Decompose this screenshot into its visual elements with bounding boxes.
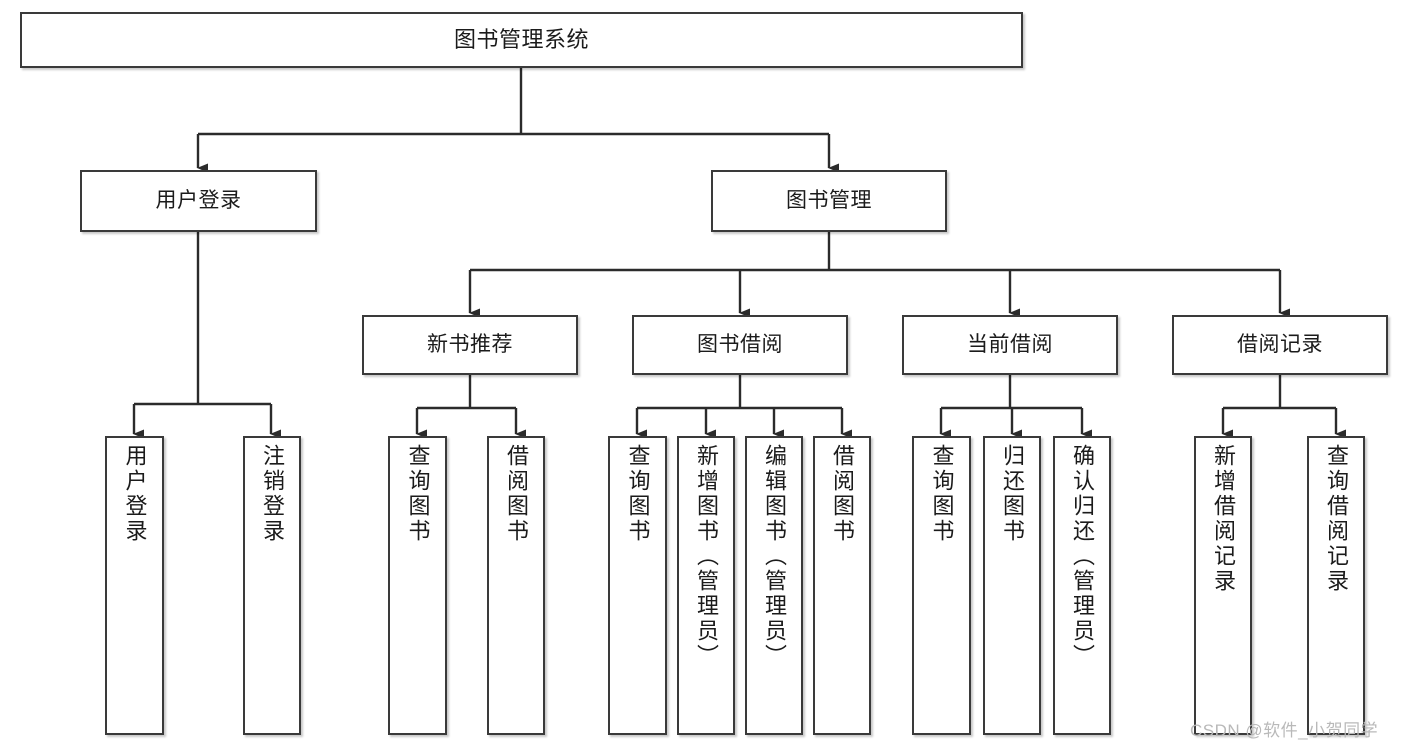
node-leaf-borrow-book-2[interactable]: 借阅图书 — [813, 436, 871, 735]
node-leaf-borrow-book-1[interactable]: 借阅图书 — [487, 436, 545, 735]
node-label-leaf-add-borrow-record: 新增借阅记录 — [1210, 444, 1236, 594]
node-label-leaf-edit-book-admin: 编辑图书（管理员） — [761, 444, 787, 669]
node-root[interactable]: 图书管理系统 — [20, 12, 1023, 68]
node-leaf-query-book-1[interactable]: 查询图书 — [388, 436, 447, 735]
node-leaf-query-borrow-record[interactable]: 查询借阅记录 — [1307, 436, 1365, 735]
node-label-leaf-query-book-3: 查询图书 — [929, 444, 955, 544]
node-leaf-confirm-return-admin[interactable]: 确认归还（管理员） — [1053, 436, 1111, 735]
node-label-leaf-borrow-book-1: 借阅图书 — [503, 444, 529, 544]
node-leaf-return-book[interactable]: 归还图书 — [983, 436, 1041, 735]
node-book-manage[interactable]: 图书管理 — [711, 170, 947, 232]
node-leaf-logout[interactable]: 注销登录 — [243, 436, 301, 735]
node-book-borrow[interactable]: 图书借阅 — [632, 315, 848, 375]
node-leaf-query-book-2[interactable]: 查询图书 — [608, 436, 667, 735]
node-label-leaf-confirm-return-admin: 确认归还（管理员） — [1069, 444, 1095, 669]
node-label-leaf-logout: 注销登录 — [259, 444, 285, 544]
node-leaf-query-book-3[interactable]: 查询图书 — [912, 436, 971, 735]
node-label-leaf-user-login: 用户登录 — [122, 444, 148, 544]
node-borrow-record[interactable]: 借阅记录 — [1172, 315, 1388, 375]
node-leaf-add-borrow-record[interactable]: 新增借阅记录 — [1194, 436, 1252, 735]
node-user-login[interactable]: 用户登录 — [80, 170, 317, 232]
node-label-root: 图书管理系统 — [453, 27, 589, 53]
node-new-book-recommend[interactable]: 新书推荐 — [362, 315, 578, 375]
node-label-leaf-query-book-2: 查询图书 — [625, 444, 651, 544]
node-label-leaf-query-book-1: 查询图书 — [405, 444, 431, 544]
csdn-watermark: CSDN @软件_小贺同学 — [1190, 721, 1379, 740]
node-label-book-borrow: 图书借阅 — [697, 332, 783, 356]
node-label-current-borrow: 当前借阅 — [967, 332, 1053, 356]
edge-group — [132, 68, 1346, 439]
node-label-leaf-return-book: 归还图书 — [999, 444, 1025, 544]
node-leaf-add-book-admin[interactable]: 新增图书（管理员） — [677, 436, 735, 735]
node-leaf-edit-book-admin[interactable]: 编辑图书（管理员） — [745, 436, 803, 735]
node-label-borrow-record: 借阅记录 — [1237, 332, 1323, 356]
node-label-leaf-borrow-book-2: 借阅图书 — [829, 444, 855, 544]
node-leaf-user-login[interactable]: 用户登录 — [105, 436, 164, 735]
node-label-leaf-query-borrow-record: 查询借阅记录 — [1323, 444, 1349, 594]
node-current-borrow[interactable]: 当前借阅 — [902, 315, 1118, 375]
node-label-leaf-add-book-admin: 新增图书（管理员） — [693, 444, 719, 669]
node-label-new-book-recommend: 新书推荐 — [427, 332, 513, 356]
node-label-user-login: 用户登录 — [155, 188, 242, 212]
node-label-book-manage: 图书管理 — [786, 188, 872, 212]
